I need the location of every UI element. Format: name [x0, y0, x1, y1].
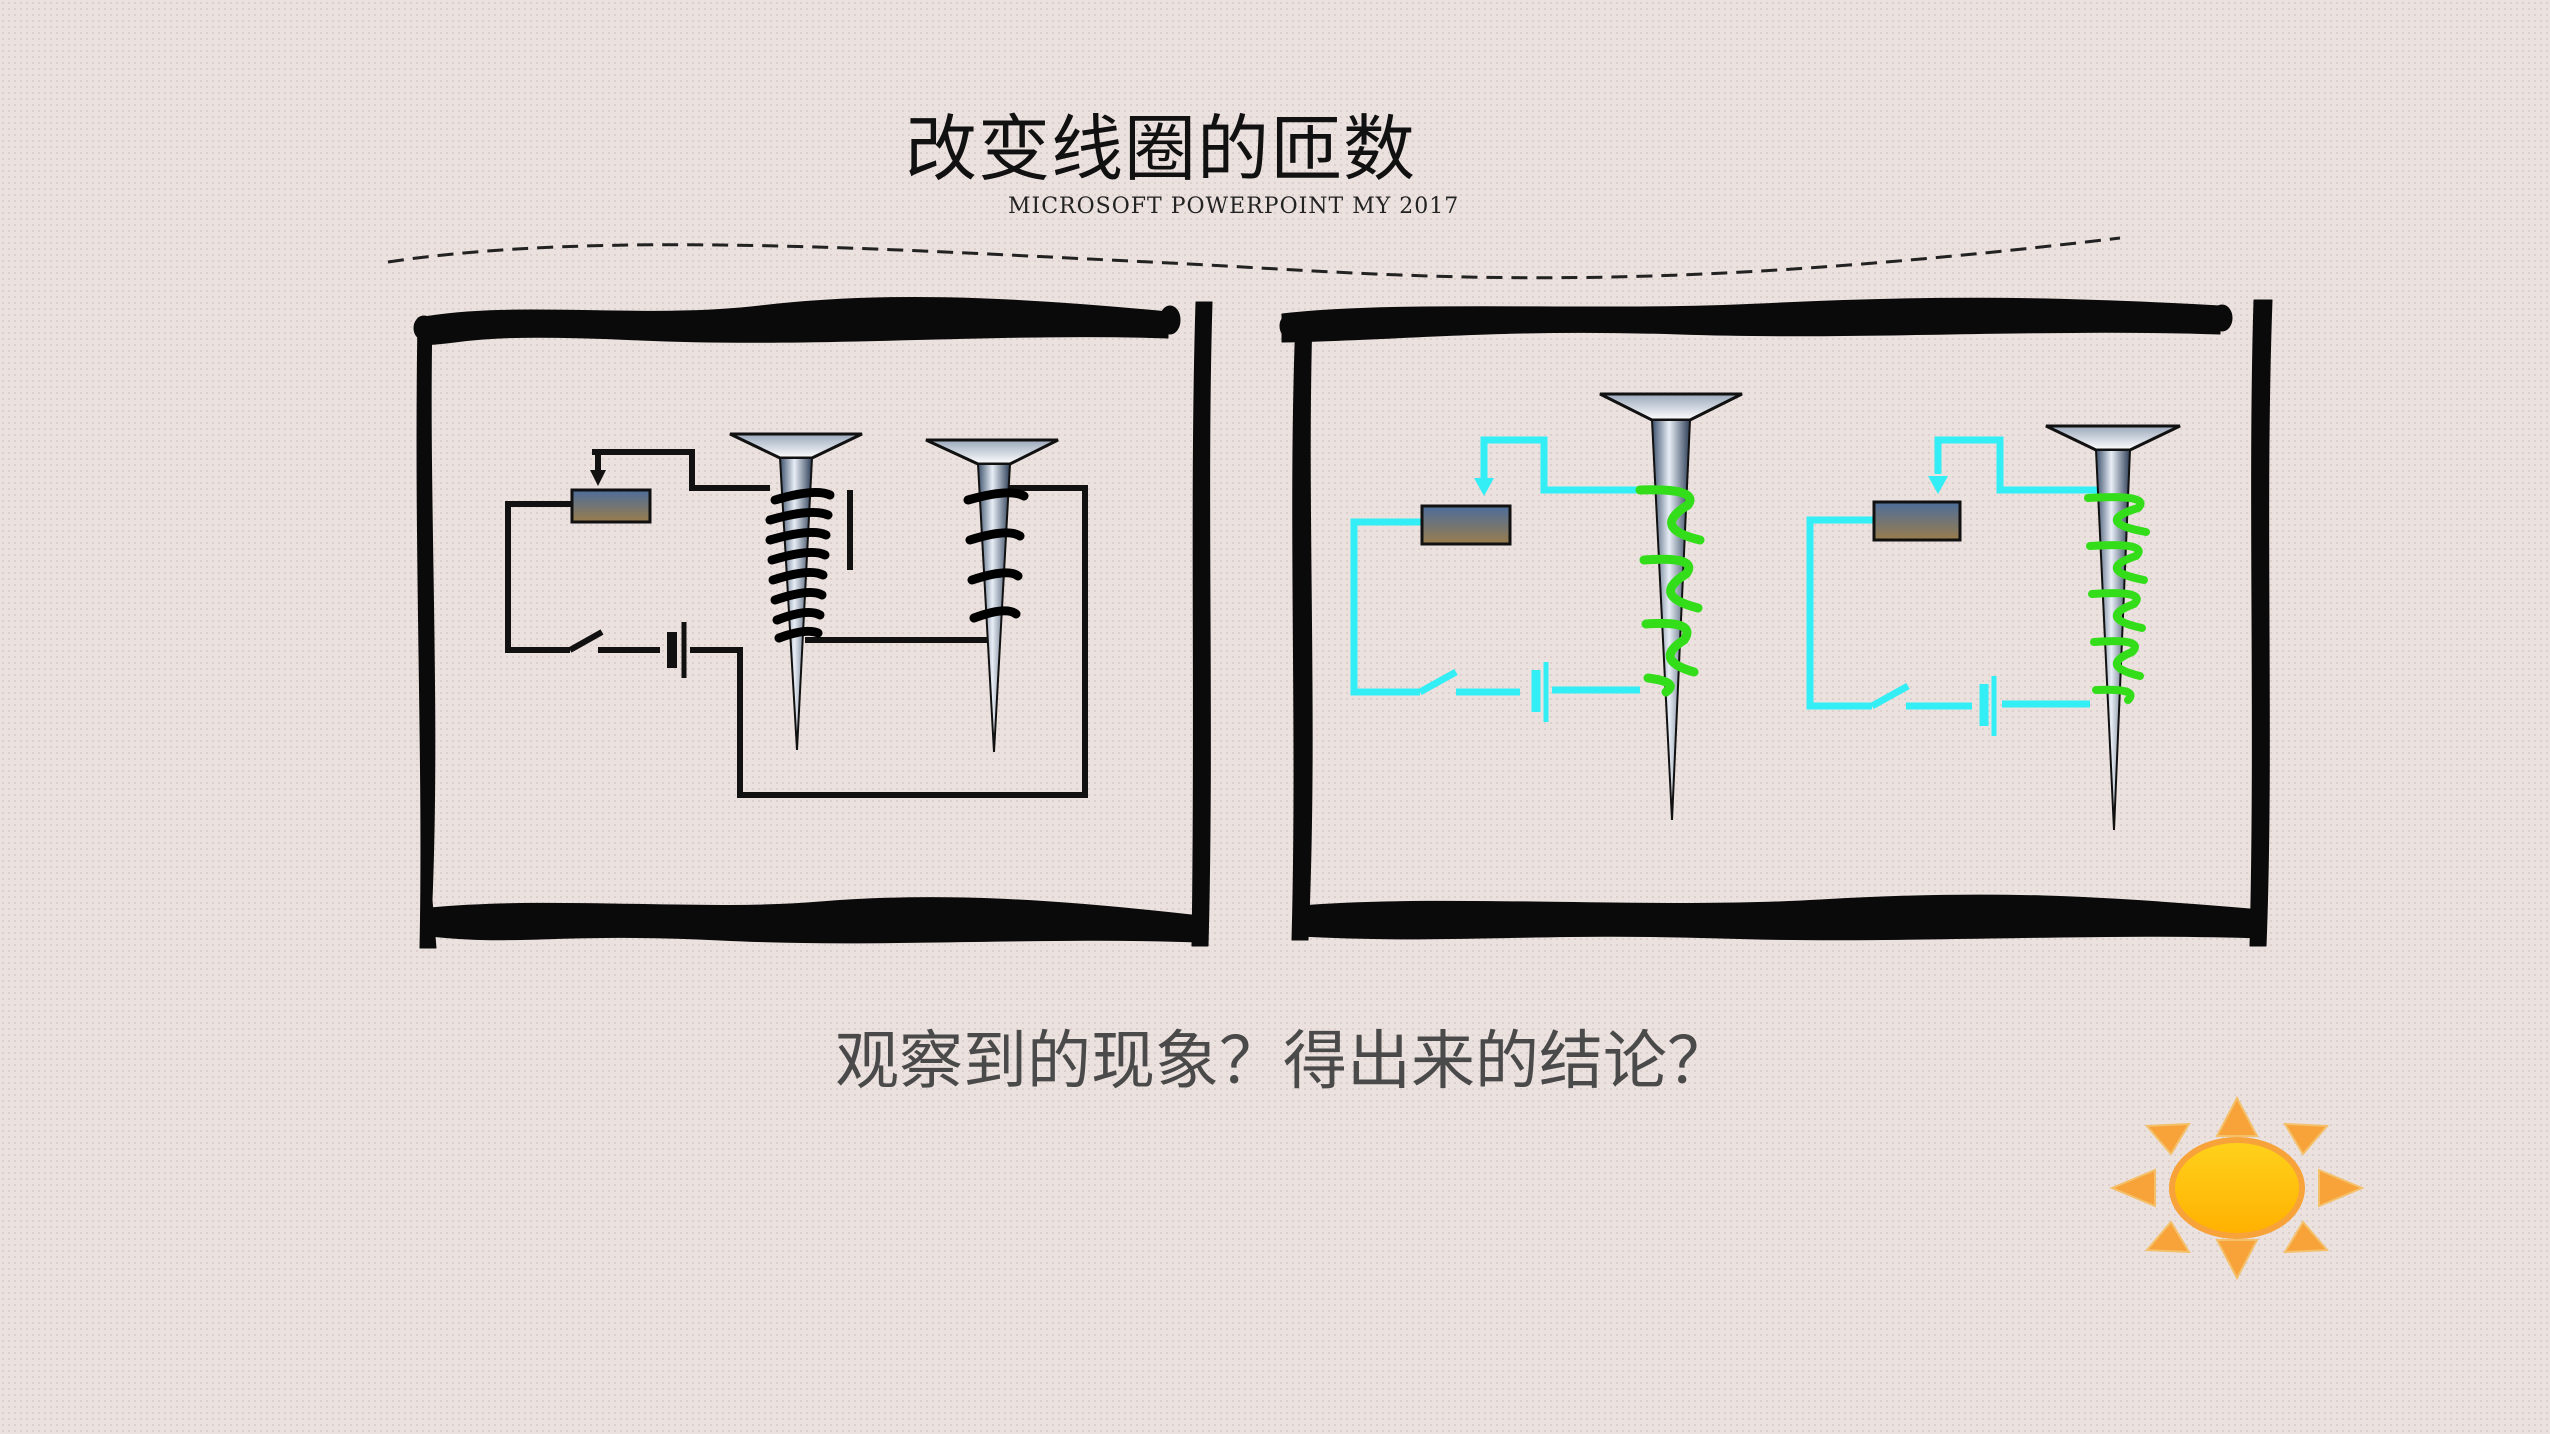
wire: [690, 485, 1088, 798]
coil-left-few-turns: [963, 488, 1029, 623]
question-text: 观察到的现象？得出来的结论？: [835, 1025, 1731, 1099]
rheostat-icon: [570, 488, 652, 524]
sun-icon: [2109, 1095, 2365, 1281]
wire: [1480, 436, 1650, 494]
rheostat-icon: [1872, 500, 1962, 542]
left-panel-frame: [413, 296, 1213, 949]
rheostat-arrow-icon: [590, 470, 606, 486]
wire: [805, 612, 995, 643]
wire: [1350, 518, 1422, 696]
rheostat-icon: [1420, 504, 1512, 546]
switch-icon: [1870, 682, 1910, 710]
rheostat-arrow-icon: [1928, 476, 1948, 494]
switch-icon: [1418, 668, 1458, 696]
coil-left-many-turns: [765, 487, 835, 643]
right-circuit-b: [1806, 436, 2104, 736]
switch-icon: [568, 629, 604, 653]
rheostat-arrow-icon: [1474, 478, 1494, 496]
coil-right-few-turns: [1635, 485, 1705, 697]
wire: [505, 501, 572, 653]
wire: [592, 449, 770, 491]
nail-icon: [1599, 392, 1743, 821]
slide-title: 改变线圈的匝数: [905, 107, 1417, 191]
slide-subtitle: MICROSOFT POWERPOINT MY 2017: [1008, 194, 1460, 219]
right-panel-frame: [1279, 297, 2273, 947]
dashed-divider: [387, 236, 2121, 280]
right-circuit-a: [1350, 436, 1650, 722]
wire: [1934, 436, 2104, 494]
coil-right-many-turns: [2084, 493, 2150, 704]
wire: [1806, 516, 1874, 710]
